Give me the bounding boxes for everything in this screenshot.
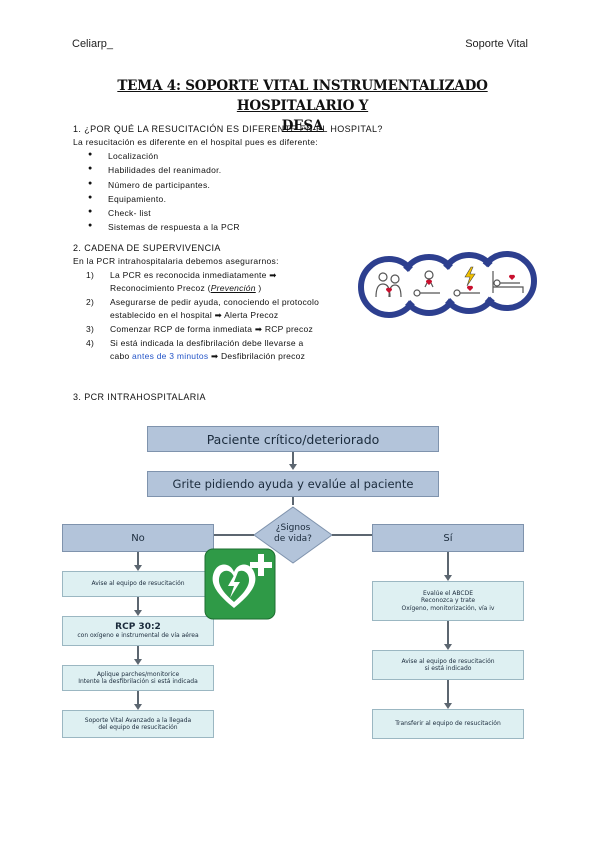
list-item: Check- list xyxy=(88,208,240,222)
decision-label: ¿Signos de vida? xyxy=(274,523,312,544)
flow-box-critical-patient: Paciente crítico/deteriorado xyxy=(147,426,439,452)
list-item: 2) Asegurarse de pedir ayuda, conociendo… xyxy=(86,296,320,321)
flow-box-alert-if-indicated: Avise al equipo de resucitación si está … xyxy=(372,650,524,680)
section1-list: Localización Habilidades del reanimador.… xyxy=(88,151,240,237)
header-subject: Soporte Vital xyxy=(465,38,528,50)
yes-branch-header: Sí xyxy=(372,524,524,552)
header-author: Celiarp_ xyxy=(72,38,113,50)
section1-heading: 1. ¿POR QUÉ LA RESUCITACIÓN ES DIFERENTE… xyxy=(73,124,383,134)
section2-intro: En la PCR intrahospitalaria debemos aseg… xyxy=(73,256,279,266)
patient-icon xyxy=(413,270,440,297)
flow-box-abcde: Evalúe el ABCDE Reconozca y trate Oxígen… xyxy=(372,581,524,621)
flow-box-call-help: Grite pidiendo ayuda y evalúe al pacient… xyxy=(147,471,439,497)
section3-heading: 3. PCR INTRAHOSPITALARIA xyxy=(73,392,206,402)
list-item: 4) Si está indicada la desfibrilación de… xyxy=(86,337,306,361)
flow-box-defibrillation: Aplique parches/monitorice Intente la de… xyxy=(62,665,214,691)
flow-box-als: Soporte Vital Avanzado a la llegada del … xyxy=(62,710,214,738)
section2-heading: 2. CADENA DE SUPERVIVENCIA xyxy=(73,243,221,253)
list-item: Habilidades del reanimador. xyxy=(88,165,240,179)
list-item: Localización xyxy=(88,151,240,165)
decision-diamond xyxy=(253,506,333,564)
section2-steps: 1) La PCR es reconocida inmediatamente ➡… xyxy=(86,269,348,363)
aed-icon xyxy=(204,548,276,620)
list-item: Número de participantes. xyxy=(88,180,240,194)
flow-box-alert-team: Avise al equipo de resucitación xyxy=(62,571,214,597)
no-branch-header: No xyxy=(62,524,214,552)
chain-of-survival-image xyxy=(358,251,537,318)
section1-intro: La resucitación es diferente en el hospi… xyxy=(73,137,318,147)
list-item: 3) Comenzar RCP de forma inmediata ➡ RCP… xyxy=(86,323,313,334)
page-title: TEMA 4: SOPORTE VITAL INSTRUMENTALIZADO … xyxy=(117,78,488,134)
list-item: 1) La PCR es reconocida inmediatamente ➡… xyxy=(86,270,277,294)
list-item: Equipamiento. xyxy=(88,194,240,208)
flow-box-transfer: Transferir al equipo de resucitación xyxy=(372,709,524,739)
list-item: Sistemas de respuesta a la PCR xyxy=(88,222,240,236)
flow-box-cpr: RCP 30:2 con oxígeno e instrumental de v… xyxy=(62,616,214,646)
